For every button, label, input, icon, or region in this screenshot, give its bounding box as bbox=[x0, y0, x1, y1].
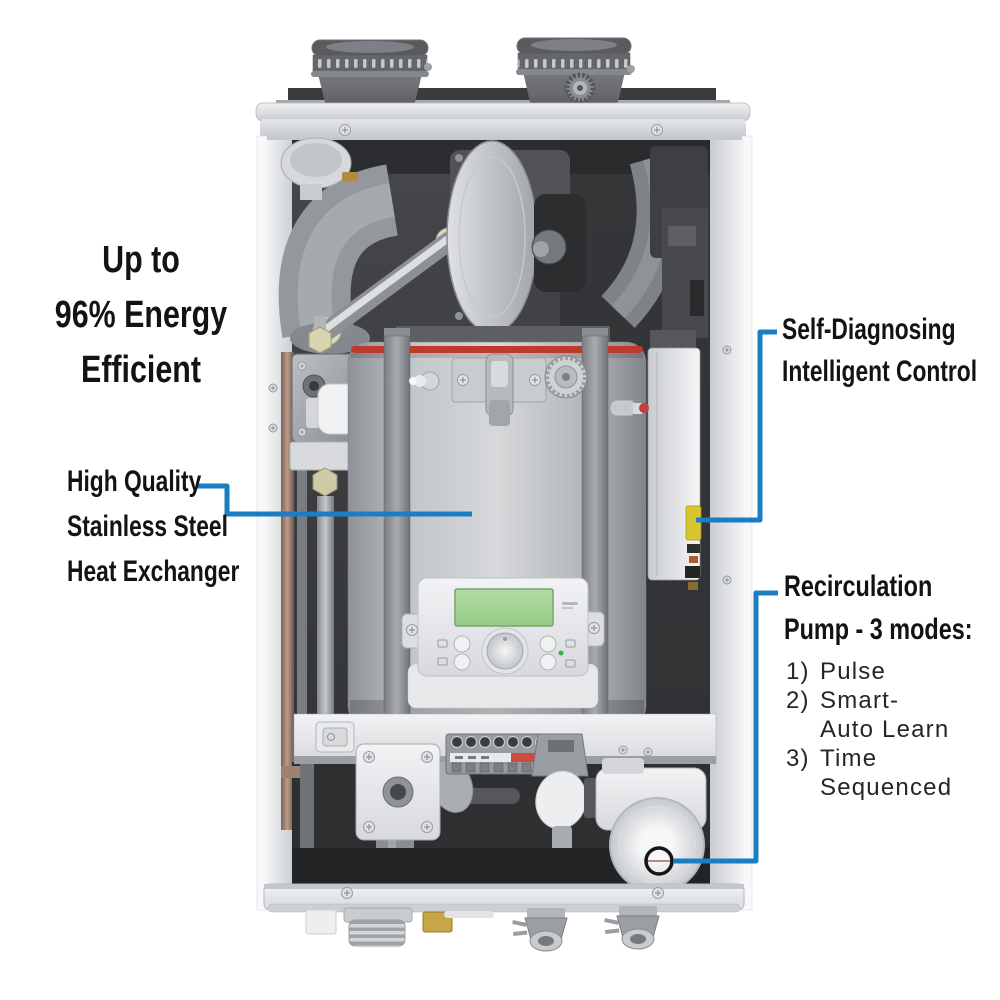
callout-sd-line1: Self-Diagnosing bbox=[782, 313, 956, 346]
recirculation-leader-line bbox=[674, 590, 778, 864]
callout-energy-line2: 96% Energy bbox=[54, 294, 228, 336]
recirculation-modes-list: 1) Pulse 2) Smart- Auto Learn 3) Time Se… bbox=[786, 657, 952, 802]
recirculation-pump bbox=[584, 758, 707, 893]
mode-item-3: 3) Time Sequenced bbox=[786, 744, 952, 802]
copper-pipe bbox=[281, 352, 294, 830]
pump-annotation-ring bbox=[644, 846, 674, 876]
callout-heat-exchanger: High Quality Stainless Steel Heat Exchan… bbox=[67, 459, 239, 594]
mode-3-text-line2: Sequenced bbox=[820, 774, 953, 801]
screw bbox=[528, 373, 542, 387]
status-led bbox=[558, 650, 564, 656]
pump-face bbox=[609, 797, 705, 893]
screw bbox=[587, 621, 601, 635]
tank-dial bbox=[544, 355, 588, 399]
intelligent-control-leader-line bbox=[696, 329, 777, 523]
panel-button bbox=[539, 653, 557, 671]
screw bbox=[362, 820, 376, 834]
screw bbox=[722, 575, 732, 585]
exhaust-vent-right bbox=[516, 37, 635, 106]
hex-nut bbox=[308, 326, 332, 354]
callout-energy-line3: Efficient bbox=[81, 349, 201, 391]
panel-button bbox=[453, 653, 471, 671]
mode-2-text-line2: Auto Learn bbox=[820, 716, 950, 743]
right-equipment-box bbox=[650, 146, 708, 338]
screw bbox=[651, 886, 665, 900]
mode-2-number: 2) bbox=[786, 687, 810, 714]
screw bbox=[420, 750, 434, 764]
screw bbox=[618, 745, 628, 755]
screw bbox=[340, 886, 354, 900]
bottom-fittings bbox=[305, 906, 660, 952]
tank-red-band bbox=[351, 346, 643, 353]
mode-3-number: 3) bbox=[786, 745, 810, 772]
heat-exchanger-leader-line bbox=[196, 483, 472, 517]
combustion-blower bbox=[446, 140, 538, 334]
casing-right-wall bbox=[710, 140, 744, 885]
callout-energy-efficiency: Up to 96% Energy Efficient bbox=[52, 233, 230, 398]
pipe-valve-right bbox=[604, 906, 660, 950]
screw bbox=[650, 123, 664, 137]
screw bbox=[405, 623, 419, 637]
panel-button bbox=[453, 635, 471, 653]
blower-motor bbox=[531, 194, 586, 292]
callout-energy-line1: Up to bbox=[102, 239, 180, 281]
control-panel bbox=[401, 577, 605, 709]
pipe-valve-left bbox=[512, 908, 568, 952]
screw bbox=[420, 820, 434, 834]
screw bbox=[268, 383, 278, 393]
callout-hx-line2: Stainless Steel bbox=[67, 510, 228, 543]
mode-2-text-line1: Smart- bbox=[820, 687, 900, 714]
vent-gear bbox=[564, 72, 596, 104]
screw bbox=[643, 747, 653, 757]
mode-item-2: 2) Smart- Auto Learn bbox=[786, 686, 952, 744]
callout-lines bbox=[196, 329, 778, 864]
bottom-tray bbox=[263, 883, 745, 913]
callout-recirculation-title: Recirculation Pump - 3 modes: bbox=[784, 565, 973, 651]
control-board-cover bbox=[647, 330, 702, 590]
callout-rp-line2: Pump - 3 modes: bbox=[784, 613, 973, 646]
brass-fitting bbox=[422, 911, 453, 933]
yellow-connector bbox=[685, 505, 702, 541]
screw bbox=[297, 427, 307, 437]
mode-3-text-line1: Time bbox=[820, 745, 878, 772]
screw bbox=[722, 345, 732, 355]
mode-1-text: Pulse bbox=[820, 658, 887, 685]
screw bbox=[456, 373, 470, 387]
pressure-switch bbox=[280, 137, 358, 200]
mode-1-number: 1) bbox=[786, 658, 810, 685]
tank-strap-left bbox=[383, 335, 411, 729]
callout-hx-line1: High Quality bbox=[67, 465, 202, 498]
screw bbox=[297, 361, 307, 371]
exhaust-vent-left bbox=[311, 39, 432, 106]
screw bbox=[338, 123, 352, 137]
rotary-knob bbox=[486, 632, 524, 670]
callout-hx-line3: Heat Exchanger bbox=[67, 555, 240, 588]
callout-rp-line1: Recirculation bbox=[784, 570, 933, 603]
callout-sd-line2: Intelligent Control bbox=[782, 355, 978, 388]
lcd-display bbox=[454, 588, 554, 627]
callout-intelligent-control: Self-Diagnosing Intelligent Control bbox=[782, 309, 977, 393]
panel-button bbox=[539, 635, 557, 653]
casing-top-rim bbox=[255, 102, 751, 142]
screw bbox=[362, 750, 376, 764]
screw bbox=[268, 423, 278, 433]
mode-item-1: 1) Pulse bbox=[786, 657, 952, 686]
